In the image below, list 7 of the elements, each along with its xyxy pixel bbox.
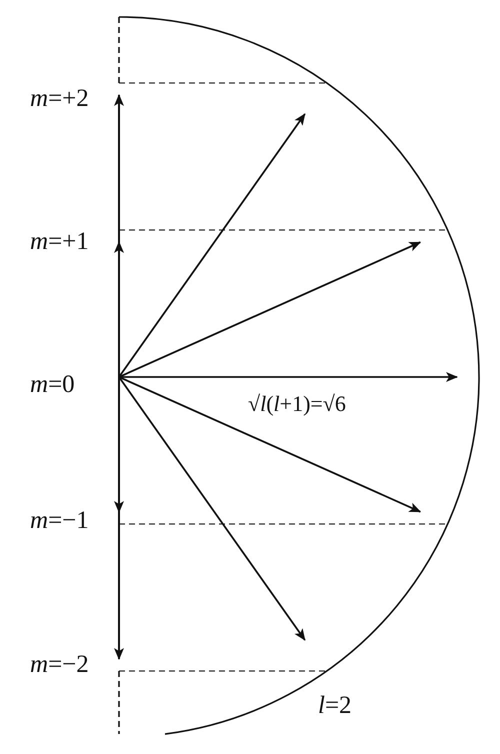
quantum-number-label: m=+2 — [30, 86, 89, 111]
quantum-number-label: l=2 — [318, 693, 352, 718]
quantum-number-label: m=−2 — [30, 652, 89, 677]
quantum-number-label: m=+1 — [30, 229, 89, 254]
quantum-number-label: m=0 — [30, 372, 75, 397]
quantum-number-label: m=−1 — [30, 508, 89, 533]
magnitude-label: √l(l+1)=√6 — [248, 393, 346, 415]
